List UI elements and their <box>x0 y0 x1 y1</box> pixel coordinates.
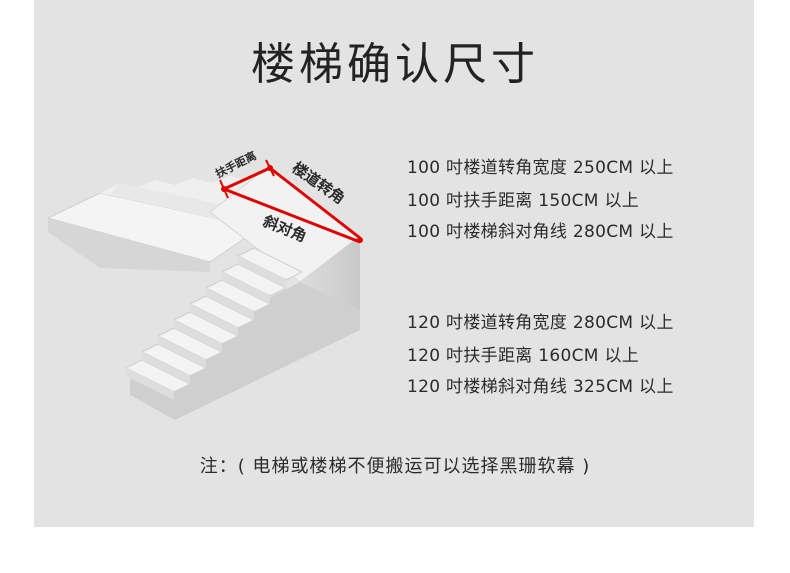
diagonal-line <box>223 187 361 244</box>
measure-point <box>357 237 363 243</box>
upper-flight <box>46 172 270 272</box>
measure-point <box>221 186 227 192</box>
corner-width-line <box>269 166 361 240</box>
lower-flight <box>124 247 304 400</box>
spec-120-handrail-distance: 120 吋扶手距离 160CM 以上 <box>407 346 640 366</box>
footnote: 注：( 电梯或楼梯不便搬运可以选择黑珊软幕 ) <box>199 456 591 477</box>
spec-100-diagonal: 100 吋楼梯斜对角线 280CM 以上 <box>407 222 674 242</box>
spec-120-corner-width: 120 吋楼道转角宽度 280CM 以上 <box>407 313 674 333</box>
spec-100-handrail-distance: 100 吋扶手距离 150CM 以上 <box>407 191 640 211</box>
measurement-lines <box>219 159 361 244</box>
page-title: 楼梯确认尺寸 <box>251 39 539 90</box>
spec-100-corner-width: 100 吋楼道转角宽度 250CM 以上 <box>407 158 674 178</box>
spec-120-diagonal: 120 吋楼梯斜对角线 325CM 以上 <box>407 377 674 397</box>
handrail-distance-line <box>223 166 271 191</box>
measure-point <box>267 165 273 171</box>
